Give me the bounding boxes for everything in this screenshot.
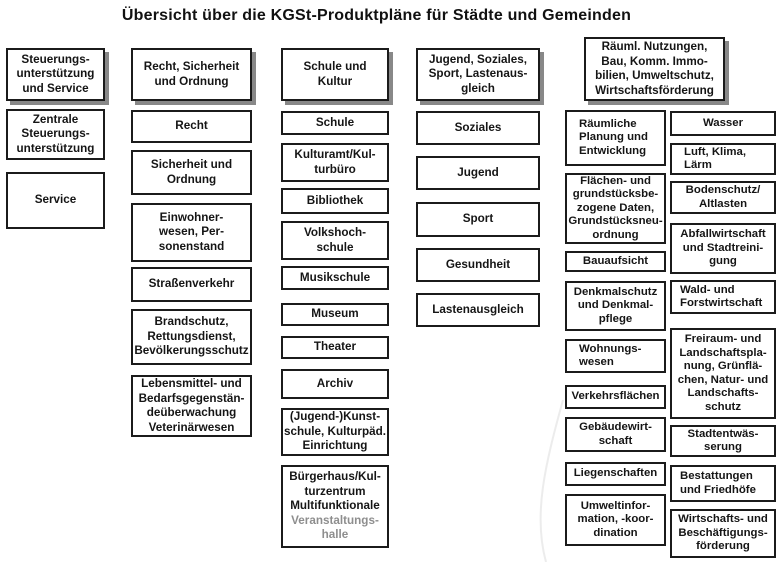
box-recht: Recht [131, 110, 252, 143]
box-label: Stadtentwäs- serung [687, 427, 759, 454]
box-label: Straßenverkehr [148, 277, 235, 291]
box-stadtentwaesserung: Stadtentwäs- serung [670, 425, 776, 457]
box-label: Umweltinfor- mation, -koor- dination [577, 499, 654, 539]
box-label: Bodenschutz/ Altlasten [685, 184, 761, 210]
box-brandschutz-rettungsdienst: Brandschutz, Rettungsdienst, Bevölkerung… [131, 309, 252, 365]
box-label: Recht [175, 119, 208, 133]
box-jugend: Jugend [416, 156, 540, 190]
box-theater: Theater [281, 336, 389, 359]
box-label: Gesundheit [445, 257, 511, 271]
box-soziales: Soziales [416, 111, 540, 145]
box-label: Bibliothek [306, 193, 364, 207]
box-volkshochschule: Volkshoch- schule [281, 221, 389, 260]
page-title: Übersicht über die KGSt-Produktpläne für… [121, 7, 632, 24]
box-label: Freiraum- und Landschaftspla- nung, Grün… [677, 333, 769, 413]
box-label: Einwohner- wesen, Per- sonenstand [158, 210, 225, 253]
box-label: Lebensmittel- und Bedarfsgegenstän- deüb… [138, 377, 245, 434]
box-label: Denkmalschutz und Denkmal- pflege [573, 285, 658, 325]
box-label-main: Bürgerhaus/Kul- turzentrum Multifunktion… [289, 470, 381, 513]
box-wasser: Wasser [670, 111, 776, 136]
box-zentrale-steuerungsunterstuetzung: Zentrale Steuerungs- unterstützung [6, 109, 105, 160]
header-steuerungsunterstuetzung-service: Steuerungs- unterstützung und Service [6, 48, 105, 101]
header-label: Jugend, Soziales, Sport, Lastenaus- glei… [428, 52, 528, 95]
box-label-muted: Veranstaltungs- halle [291, 513, 379, 542]
box-label: Brandschutz, Rettungsdienst, Bevölkerung… [134, 315, 249, 358]
box-umweltinformation-koordination: Umweltinfor- mation, -koor- dination [565, 494, 666, 546]
box-label: Kulturamt/Kul- turbüro [294, 148, 376, 176]
header-label: Räuml. Nutzungen, Bau, Komm. Immo- bilie… [595, 40, 714, 97]
box-label: Schule [315, 115, 355, 129]
box-bestattungen-friedhoefe: Bestattungen und Friedhöfe [670, 465, 776, 502]
header-raeumliche-nutzungen: Räuml. Nutzungen, Bau, Komm. Immo- bilie… [584, 37, 725, 101]
box-label: Verkehrsflächen [571, 390, 660, 403]
box-bauaufsicht: Bauaufsicht [565, 251, 666, 272]
box-label: Volkshoch- schule [303, 226, 367, 254]
box-wirtschafts-beschaeftigungsfoerderung: Wirtschafts- und Beschäftigungs- förderu… [670, 509, 776, 558]
box-archiv: Archiv [281, 369, 389, 399]
box-sicherheit-ordnung: Sicherheit und Ordnung [131, 150, 252, 195]
box-label: (Jugend-)Kunst- schule, Kulturpäd. Einri… [284, 410, 386, 453]
box-label: Theater [313, 340, 357, 354]
box-luft-klima-laerm: Luft, Klima, Lärm [670, 143, 776, 175]
box-bibliothek: Bibliothek [281, 188, 389, 214]
box-wald-forstwirtschaft: Wald- und Forstwirtschaft [670, 280, 776, 314]
box-gesundheit: Gesundheit [416, 248, 540, 282]
box-label: Sport [462, 212, 494, 226]
box-label: Räumliche Planung und Entwicklung [579, 117, 648, 157]
box-label: Gebäudewirt- schaft [579, 421, 652, 447]
box-label: Bauaufsicht [582, 254, 649, 267]
box-museum: Museum [281, 303, 389, 326]
box-musikschule: Musikschule [281, 266, 389, 290]
box-service: Service [6, 172, 105, 229]
header-schule-kultur: Schule und Kultur [281, 48, 389, 101]
box-label: Zentrale Steuerungs- unterstützung [16, 112, 95, 155]
header-label: Steuerungs- unterstützung und Service [16, 52, 95, 95]
box-jugend-kunstschule: (Jugend-)Kunst- schule, Kulturpäd. Einri… [281, 408, 389, 456]
box-label: Bestattungen und Friedhöfe [680, 470, 756, 496]
box-lebensmittel-veterinaerwesen: Lebensmittel- und Bedarfsgegenstän- deüb… [131, 375, 252, 437]
box-label: Service [34, 193, 77, 207]
box-einwohnerwesen-personenstand: Einwohner- wesen, Per- sonenstand [131, 203, 252, 262]
header-recht-sicherheit-ordnung: Recht, Sicherheit und Ordnung [131, 48, 252, 101]
header-label: Recht, Sicherheit und Ordnung [143, 60, 240, 88]
box-sport: Sport [416, 202, 540, 237]
box-label: Sicherheit und Ordnung [150, 158, 233, 186]
box-label: Archiv [316, 376, 354, 390]
box-label: Lastenausgleich [432, 302, 524, 316]
box-label: Wasser [702, 116, 744, 129]
box-label: Luft, Klima, Lärm [684, 145, 747, 172]
box-kulturamt-kulturbuero: Kulturamt/Kul- turbüro [281, 143, 389, 182]
box-raeumliche-planung: Räumliche Planung und Entwicklung [565, 110, 666, 166]
box-label: Musikschule [299, 270, 371, 284]
box-label: Soziales [454, 120, 502, 134]
box-abfallwirtschaft-stadtreinigung: Abfallwirtschaft und Stadtreini- gung [670, 223, 776, 274]
box-label: Wirtschafts- und Beschäftigungs- förderu… [678, 513, 768, 553]
box-label: Wohnungs- wesen [579, 342, 642, 369]
box-gebaeudewirtschaft: Gebäudewirt- schaft [565, 417, 666, 452]
box-label: Abfallwirtschaft und Stadtreini- gung [680, 228, 766, 268]
box-label: Flächen- und grundstücksbe- zogene Daten… [568, 174, 663, 241]
box-verkehrsflaechen: Verkehrsflächen [565, 385, 666, 409]
box-flaechen-grundstuecksdaten: Flächen- und grundstücksbe- zogene Daten… [565, 173, 666, 244]
box-wohnungswesen: Wohnungs- wesen [565, 339, 666, 373]
box-buergerhaus-kulturzentrum: Bürgerhaus/Kul- turzentrum Multifunktion… [281, 465, 389, 548]
box-label: Wald- und Forstwirtschaft [680, 283, 763, 310]
box-label: Museum [311, 307, 359, 321]
box-lastenausgleich: Lastenausgleich [416, 293, 540, 327]
box-bodenschutz-altlasten: Bodenschutz/ Altlasten [670, 181, 776, 214]
header-jugend-soziales-sport: Jugend, Soziales, Sport, Lastenaus- glei… [416, 48, 540, 101]
header-label: Schule und Kultur [303, 60, 367, 88]
box-freiraum-landschaftsplanung: Freiraum- und Landschaftspla- nung, Grün… [670, 328, 776, 419]
box-denkmalschutz-denkmalpflege: Denkmalschutz und Denkmal- pflege [565, 281, 666, 331]
box-liegenschaften: Liegenschaften [565, 462, 666, 486]
box-schule: Schule [281, 111, 389, 135]
box-strassenverkehr: Straßenverkehr [131, 267, 252, 302]
box-label: Liegenschaften [573, 467, 658, 480]
box-label: Jugend [457, 165, 499, 179]
